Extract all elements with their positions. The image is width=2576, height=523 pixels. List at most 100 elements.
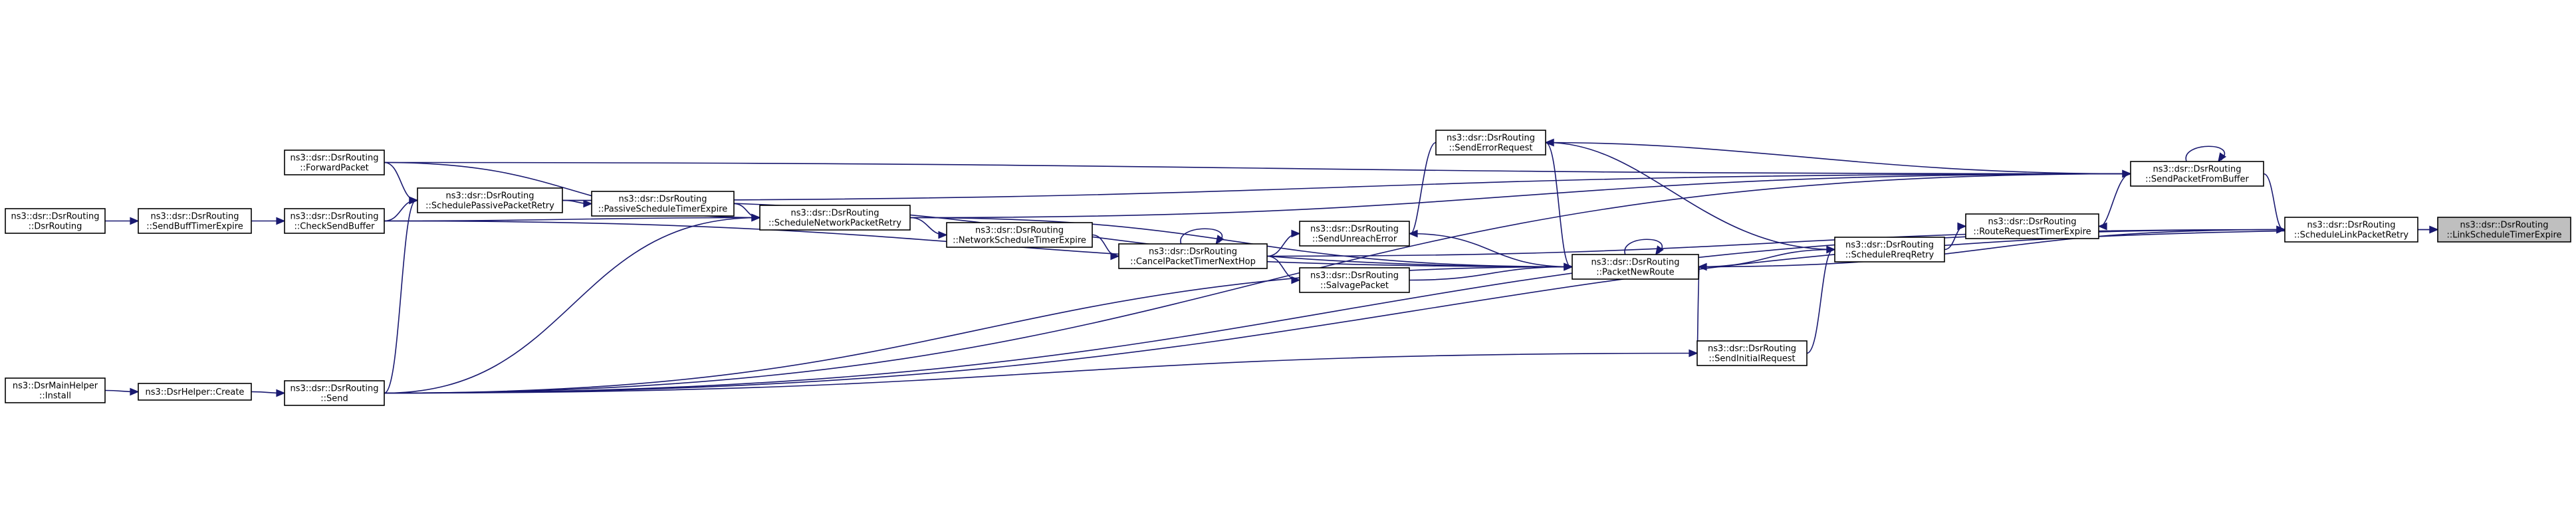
node-snpr[interactable]: ns3::dsr::DsrRouting::ScheduleNetworkPac… (759, 205, 911, 231)
node-box (759, 205, 911, 231)
node-label-line: ns3::dsr::DsrRouting (1708, 344, 1796, 354)
node-box (1435, 130, 1546, 156)
node-rrte[interactable]: ns3::dsr::DsrRouting::RouteRequestTimerE… (1965, 213, 2099, 239)
node-fp[interactable]: ns3::dsr::DsrRouting::ForwardPacket (284, 150, 385, 175)
node-label-line: ::Send (320, 394, 348, 404)
node-box (1965, 213, 2099, 239)
node-label-line: ns3::dsr::DsrRouting (11, 212, 100, 222)
node-spfb[interactable]: ns3::dsr::DsrRouting::SendPacketFromBuff… (2130, 161, 2264, 187)
edge-spfb-calls-rrte (2097, 173, 2131, 231)
node-box (2284, 217, 2418, 243)
node-box (2437, 217, 2571, 243)
edge-path (1546, 142, 1835, 251)
edge-send-calls-lste (384, 225, 2439, 394)
node-box (1299, 221, 1410, 247)
edge-sppr-calls-pste (562, 199, 593, 208)
node-label-line: ::LinkScheduleTimerExpire (2446, 231, 2561, 241)
node-label-line: ::ScheduleLinkPacketRetry (2294, 231, 2409, 241)
node-slpr[interactable]: ns3::dsr::DsrRouting::ScheduleLinkPacket… (2284, 217, 2418, 243)
node-label-line: ::PacketNewRoute (1596, 268, 1674, 278)
edge-30-arrowhead (1110, 252, 1120, 261)
edge-6-arrowhead (2218, 152, 2226, 163)
node-label-line: ::SchedulePassivePacketRetry (425, 201, 554, 211)
node-lste[interactable]: ns3::dsr::DsrRouting::LinkScheduleTimerE… (2437, 217, 2571, 243)
edge-path (384, 161, 417, 201)
node-sp[interactable]: ns3::dsr::DsrRouting::SalvagePacket (1299, 267, 1410, 293)
node-sppr[interactable]: ns3::dsr::DsrRouting::SchedulePassivePac… (417, 187, 563, 213)
node-sbte[interactable]: ns3::dsr::DsrRouting::SendBuffTimerExpir… (138, 208, 252, 234)
node-sue[interactable]: ns3::dsr::DsrRouting::SendUnreachError (1299, 221, 1410, 247)
node-box (284, 208, 385, 234)
node-box (591, 191, 735, 217)
node-srr[interactable]: ns3::dsr::DsrRouting::ScheduleRreqRetry (1834, 237, 1945, 262)
node-label-line: ns3::DsrHelper::Create (146, 387, 245, 397)
edge-path (1698, 229, 2284, 268)
edge-path (562, 173, 2130, 201)
edge-path (1180, 228, 1223, 245)
node-hcreate[interactable]: ns3::DsrHelper::Create (138, 383, 252, 401)
node-nste[interactable]: ns3::dsr::DsrRouting::NetworkScheduleTim… (946, 222, 1093, 248)
node-sir[interactable]: ns3::dsr::DsrRouting::SendInitialRequest (1697, 340, 1808, 366)
edge-16-arrowhead (1544, 138, 1554, 147)
edge-25-arrowhead (1564, 262, 1574, 271)
node-csb[interactable]: ns3::dsr::DsrRouting::CheckSendBuffer (284, 208, 385, 234)
edge-43-arrowhead (276, 389, 286, 397)
edge-snpr-calls-nste (909, 217, 948, 239)
edge-17-arrowhead (1655, 245, 1664, 256)
edge-cpth-calls-sp (1266, 255, 1301, 284)
node-box (1697, 340, 1808, 366)
edge-path (1624, 239, 1663, 255)
node-box (284, 150, 385, 175)
node-ser[interactable]: ns3::dsr::DsrRouting::SendErrorRequest (1435, 130, 1546, 156)
node-label-line: ::SendPacketFromBuffer (2145, 175, 2249, 185)
edge-cpth-calls-sue (1266, 229, 1301, 257)
node-send[interactable]: ns3::dsr::DsrRouting::Send (284, 380, 385, 406)
edge-path (2185, 146, 2226, 162)
node-cpth[interactable]: ns3::dsr::DsrRouting::CancelPacketTimerN… (1118, 243, 1268, 269)
edge-31-arrowhead (938, 231, 948, 239)
node-box (5, 377, 106, 403)
node-label-line: ns3::DsrMainHelper (13, 381, 98, 391)
edge-42-arrowhead (130, 217, 140, 225)
node-label-line: ns3::dsr::DsrRouting (1845, 241, 1934, 251)
node-label-line: ns3::dsr::DsrRouting (2153, 165, 2242, 175)
edge-41-arrowhead (276, 217, 286, 225)
node-label-line: ::ScheduleRreqRetry (1845, 251, 1934, 261)
edge-path (384, 199, 417, 222)
node-label-line: ns3::dsr::DsrRouting (1591, 258, 1680, 268)
node-label-line: ::SendBuffTimerExpire (146, 222, 243, 232)
node-label-line: ns3::dsr::DsrRouting (2460, 221, 2549, 231)
node-label-line: ::PassiveScheduleTimerExpire (598, 205, 728, 215)
node-pnr[interactable]: ns3::dsr::DsrRouting::PacketNewRoute (1572, 254, 1699, 280)
node-box (2130, 161, 2264, 187)
node-label-line: ns3::dsr::DsrRouting (291, 212, 379, 222)
node-dsr[interactable]: ns3::dsr::DsrRouting::DsrRouting (5, 208, 106, 234)
node-label-line: ns3::dsr::DsrRouting (1447, 134, 1535, 144)
node-install[interactable]: ns3::DsrMainHelper::Install (5, 377, 106, 403)
node-label-line: ::RouteRequestTimerExpire (1973, 227, 2091, 237)
node-label-line: ns3::dsr::DsrRouting (1310, 225, 1399, 235)
edge-19-arrowhead (1697, 262, 1707, 271)
node-pste[interactable]: ns3::dsr::DsrRouting::PassiveScheduleTim… (591, 191, 735, 217)
edge-35-arrowhead (751, 213, 761, 222)
node-label-line: ::SalvagePacket (1320, 281, 1389, 291)
edge-ser-calls-pnr (1545, 142, 1574, 271)
node-label-line: ::Install (39, 391, 71, 401)
edge-path (384, 352, 1697, 394)
node-label-line: ns3::dsr::DsrRouting (291, 384, 379, 394)
node-box (1834, 237, 1945, 262)
edge-nste-calls-cpth (1092, 234, 1120, 261)
edge-install-calls-hcreate (104, 387, 140, 396)
node-box (138, 208, 252, 234)
node-box (1118, 243, 1268, 269)
edge-path (384, 229, 2437, 394)
edge-dsr-calls-sbte (105, 217, 140, 225)
edge-path (384, 199, 417, 394)
edge-36-arrowhead (583, 199, 593, 208)
node-box (5, 208, 106, 234)
node-label-line: ns3::dsr::DsrRouting (1149, 247, 1237, 257)
node-label-line: ::ScheduleNetworkPacketRetry (768, 219, 901, 229)
node-label-line: ::CheckSendBuffer (294, 222, 376, 232)
edge-path (384, 229, 2284, 394)
edges-layer (104, 138, 2439, 397)
